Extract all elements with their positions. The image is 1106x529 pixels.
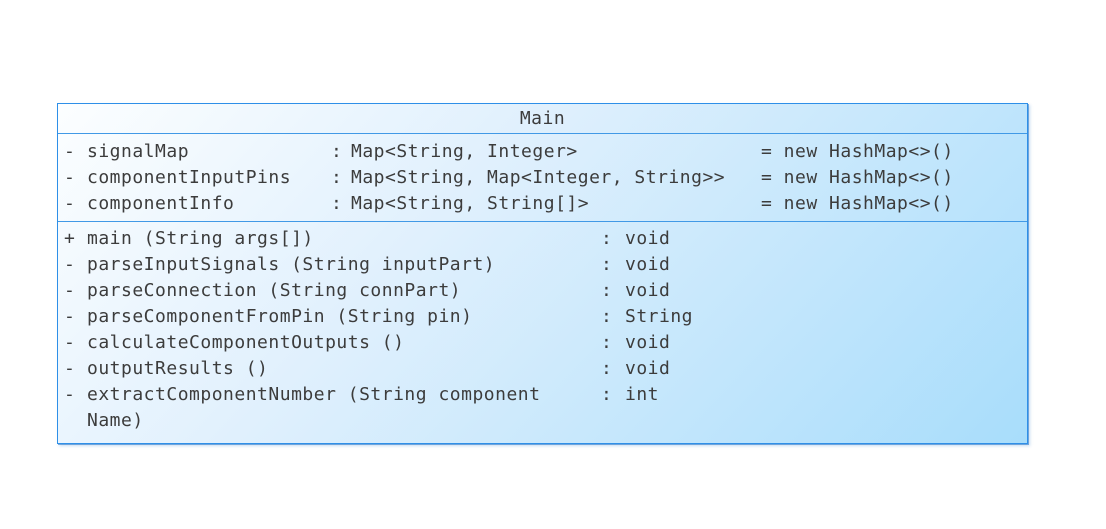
colon-separator: : bbox=[601, 254, 613, 275]
colon-separator: : bbox=[331, 193, 343, 214]
visibility-marker: - bbox=[64, 280, 76, 301]
method-signature: calculateComponentOutputs () bbox=[87, 332, 405, 353]
attributes-compartment: -signalMap:Map<String, Integer>= new Has… bbox=[58, 134, 1027, 222]
method-row: + main (String args[]): void bbox=[64, 226, 1023, 252]
attribute-row: -componentInfo: Map<String, String[]> = ne… bbox=[64, 191, 1023, 217]
method-row: -extractComponentNumber (String componen… bbox=[64, 382, 1023, 434]
method-signature: main (String args[]) bbox=[87, 228, 314, 249]
method-signature: parseConnection (String connPart) bbox=[87, 280, 462, 301]
method-signature: parseComponentFromPin (String pin) bbox=[87, 306, 473, 327]
method-row: -outputResults (): void bbox=[64, 356, 1023, 382]
attribute-name: componentInfo bbox=[87, 193, 235, 214]
method-return-type: String bbox=[625, 306, 694, 327]
attribute-type: Map<String, String[]> bbox=[351, 193, 590, 214]
method-signature: extractComponentNumber (String component… bbox=[87, 384, 541, 431]
attribute-name: signalMap bbox=[87, 141, 190, 162]
colon-separator: : bbox=[601, 228, 613, 249]
colon-separator: : bbox=[601, 358, 613, 379]
attribute-default: = new HashMap<>() bbox=[761, 193, 954, 214]
class-name-compartment: Main bbox=[58, 104, 1027, 134]
class-name: Main bbox=[519, 108, 566, 129]
visibility-marker: - bbox=[64, 254, 76, 275]
attribute-default: = new HashMap<>() bbox=[761, 141, 954, 162]
colon-separator: : bbox=[601, 280, 613, 301]
method-row: -parseConnection (String connPart): void bbox=[64, 278, 1023, 304]
method-row: -parseComponentFromPin (String pin): Stri… bbox=[64, 304, 1023, 330]
method-signature: outputResults () bbox=[87, 358, 269, 379]
method-return-type: void bbox=[625, 332, 671, 353]
visibility-marker: - bbox=[64, 306, 76, 327]
colon-separator: : bbox=[601, 306, 613, 327]
method-row: -parseInputSignals (String inputPart): vo… bbox=[64, 252, 1023, 278]
method-return-type: int bbox=[625, 384, 660, 405]
method-signature: parseInputSignals (String inputPart) bbox=[87, 254, 496, 275]
colon-separator: : bbox=[601, 384, 613, 405]
attribute-row: -componentInputPins: Map<String, Map<Inte… bbox=[64, 165, 1023, 191]
visibility-marker: - bbox=[64, 141, 76, 162]
method-return-type: void bbox=[625, 254, 671, 275]
uml-class-main[interactable]: Main -signalMap:Map<String, Integer>= ne… bbox=[57, 103, 1028, 444]
method-return-type: void bbox=[625, 228, 671, 249]
visibility-marker: + bbox=[64, 228, 76, 249]
colon-separator: : bbox=[331, 141, 343, 162]
attribute-type: Map<String, Map<Integer, String>> bbox=[351, 167, 726, 188]
attribute-type: Map<String, Integer> bbox=[351, 141, 578, 162]
visibility-marker: - bbox=[64, 384, 76, 405]
attribute-name: componentInputPins bbox=[87, 167, 292, 188]
colon-separator: : bbox=[601, 332, 613, 353]
method-return-type: void bbox=[625, 280, 671, 301]
method-row: -calculateComponentOutputs (): void bbox=[64, 330, 1023, 356]
visibility-marker: - bbox=[64, 167, 76, 188]
visibility-marker: - bbox=[64, 358, 76, 379]
visibility-marker: - bbox=[64, 332, 76, 353]
methods-compartment: +main (String args[]):void-parseInputSig… bbox=[58, 222, 1027, 443]
method-return-type: void bbox=[625, 358, 671, 379]
attribute-row: -signalMap: Map<String, Integer> = new Has… bbox=[64, 139, 1023, 165]
attribute-default: = new HashMap<>() bbox=[761, 167, 954, 188]
visibility-marker: - bbox=[64, 193, 76, 214]
colon-separator: : bbox=[331, 167, 343, 188]
